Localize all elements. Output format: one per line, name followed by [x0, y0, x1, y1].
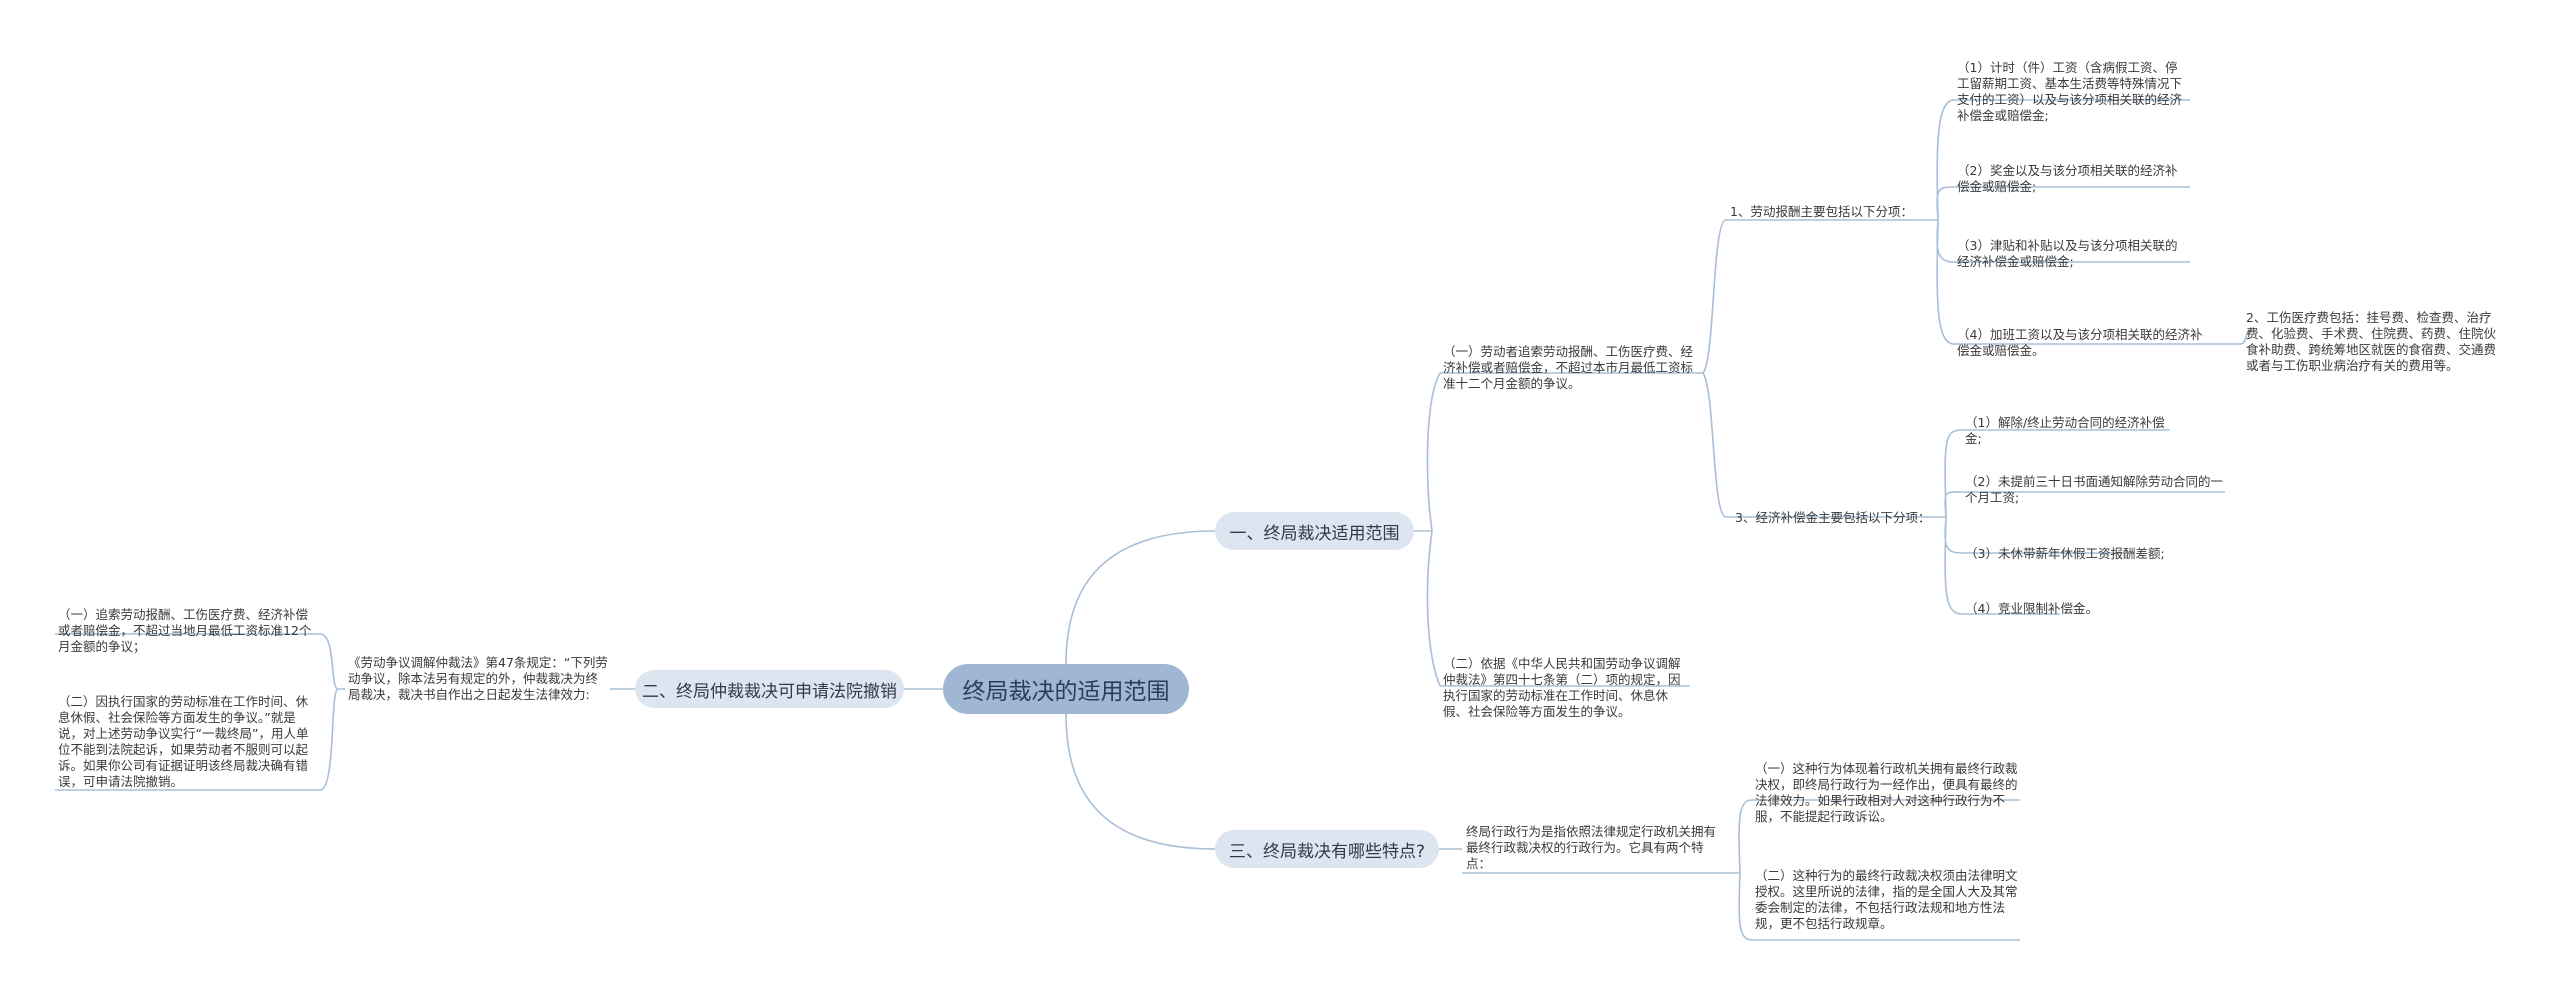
root-node[interactable]: 终局裁决的适用范围	[943, 664, 1189, 714]
pay-item-4[interactable]: （4）加班工资以及与该分项相关联的经济补偿金或赔偿金。	[1957, 327, 2203, 358]
revoke-item-1[interactable]: （一）追索劳动报酬、工伤医疗费、经济补偿或者赔偿金，不超过当地月最低工资标准12…	[58, 607, 312, 654]
features-item-1[interactable]: （一）这种行为体现着行政机关拥有最终行政裁决权，即终局行政行为一经作出，便具有最…	[1755, 761, 2018, 824]
comp-item-2[interactable]: （2）未提前三十日书面通知解除劳动合同的一个月工资;	[1965, 474, 2223, 505]
pay-group-label[interactable]: 1、劳动报酬主要包括以下分项：	[1730, 204, 1913, 219]
branch-node-features[interactable]: 三、终局裁决有哪些特点?	[1215, 830, 1439, 868]
edge-pay4-medical	[2210, 329, 2253, 345]
pay-item-1[interactable]: （1）计时（件）工资（含病假工资、停工留薪期工资、基本生活费等特殊情况下支付的工…	[1957, 60, 2183, 123]
branch-label: 三、终局裁决有哪些特点?	[1228, 841, 1426, 862]
scope-item-2[interactable]: （二）依据《中华人民共和国劳动争议调解仲裁法》第四十七条第（二）项的规定，因执行…	[1443, 656, 1681, 719]
comp-group-label[interactable]: 3、经济补偿金主要包括以下分项：	[1735, 510, 1931, 525]
edge-root-b3	[1065, 713, 1216, 850]
edge-b2-item-underlines	[55, 633, 320, 791]
revoke-item-2[interactable]: （二）因执行国家的劳动标准在工作时间、休息休假、社会保险等方面发生的争议。”就是…	[58, 694, 309, 789]
edge-b1-fan	[1414, 372, 1441, 687]
branch-node-revoke[interactable]: 二、终局仲裁裁决可申请法院撤销	[635, 670, 904, 708]
features-item-2[interactable]: （二）这种行为的最终行政裁决权须由法律明文授权。这里所说的法律，指的是全国人大及…	[1755, 868, 2018, 931]
scope-item-1[interactable]: （一）劳动者追索劳动报酬、工伤医疗费、经济补偿或者赔偿金，不超过本市月最低工资标…	[1443, 344, 1694, 391]
edge-root-b1	[1065, 530, 1216, 665]
comp-item-4[interactable]: （4）竞业限制补偿金。	[1965, 601, 2098, 616]
comp-item-1[interactable]: （1）解除/终止劳动合同的经济补偿金;	[1965, 415, 2165, 446]
edge-law-fan	[319, 633, 345, 791]
branch-label: 一、终局裁决适用范围	[1229, 523, 1400, 544]
branch-node-scope[interactable]: 一、终局裁决适用范围	[1215, 512, 1414, 550]
edge-item1-comp	[1702, 372, 1727, 518]
comp-item-3[interactable]: （3）未休带薪年休假工资报酬差额;	[1965, 546, 2165, 561]
pay-item-2[interactable]: （2）奖金以及与该分项相关联的经济补偿金或赔偿金;	[1957, 163, 2178, 194]
edge-b3-fan	[1727, 799, 1753, 941]
edge-comp-item-underlines	[1962, 429, 2225, 615]
medical-fee-note[interactable]: 2、工伤医疗费包括：挂号费、检查费、治疗费、化验费、手术费、住院费、药费、住院伙…	[2246, 310, 2497, 373]
edge-comp-fan	[1933, 429, 1963, 615]
arbitration-law-text[interactable]: 《劳动争议调解仲裁法》第47条规定：“下列劳动争议，除本法另有规定的外，仲裁裁决…	[348, 655, 608, 702]
pay-item-3[interactable]: （3）津贴和补贴以及与该分项相关联的经济补偿金或赔偿金;	[1957, 238, 2178, 269]
features-intro[interactable]: 终局行政行为是指依照法律规定行政机关拥有最终行政裁决权的行政行为。它具有两个特点…	[1466, 824, 1717, 871]
root-label: 终局裁决的适用范围	[962, 679, 1170, 705]
edge-item1-pay	[1702, 219, 1727, 374]
edge-pay-item-underlines	[1954, 99, 2210, 345]
edge-pay-fan	[1926, 99, 1955, 345]
edge-b3-item-underlines	[1752, 799, 2020, 941]
branch-label: 二、终局仲裁裁决可申请法院撤销	[642, 681, 897, 702]
